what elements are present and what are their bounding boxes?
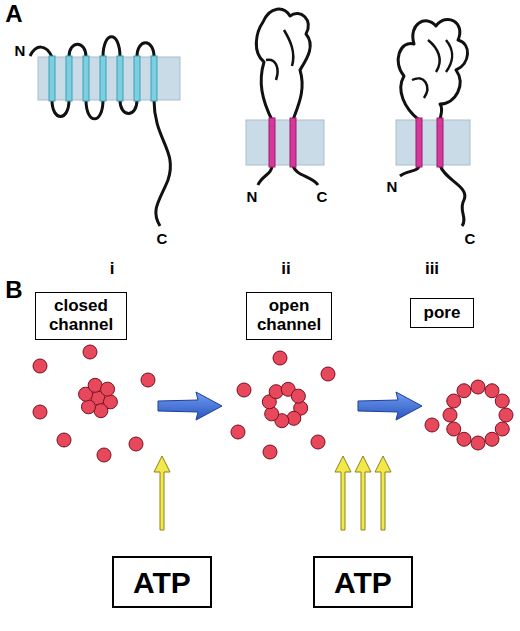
membrane xyxy=(38,57,180,100)
transition-arrow xyxy=(358,392,422,420)
atp-arrow xyxy=(375,456,391,530)
subunit xyxy=(101,382,115,396)
loop-fold xyxy=(412,40,452,98)
atp-box: ATP xyxy=(112,556,212,608)
membrane xyxy=(246,120,324,165)
protein-chain xyxy=(30,37,170,226)
subunit xyxy=(485,384,499,398)
atp-arrow-group xyxy=(154,456,391,530)
atp-arrow xyxy=(335,456,351,530)
panel-letter: B xyxy=(5,278,22,302)
part-label: N xyxy=(387,179,398,194)
subunit xyxy=(88,378,102,392)
node-text: ATP xyxy=(133,566,191,599)
subunit xyxy=(499,408,513,422)
subunit xyxy=(33,359,47,373)
part-label: C xyxy=(317,189,328,204)
helix xyxy=(134,56,140,101)
subunit xyxy=(81,400,95,414)
atp-arrow xyxy=(154,456,170,530)
subunit xyxy=(33,405,47,419)
helix xyxy=(269,118,275,167)
helix-group xyxy=(269,118,296,167)
atp-arrow xyxy=(355,456,371,530)
subunit xyxy=(97,448,111,462)
subunit-group xyxy=(33,345,513,462)
helix xyxy=(437,118,443,167)
transition-arrow xyxy=(158,392,222,420)
node-text: ATP xyxy=(334,566,392,599)
subunit xyxy=(83,345,97,359)
subunit xyxy=(129,437,143,451)
subunit xyxy=(57,433,71,447)
helix xyxy=(66,56,72,101)
subunit xyxy=(94,404,108,418)
state-box: open channel xyxy=(246,292,332,340)
atp-box: ATP xyxy=(313,556,413,608)
subunit xyxy=(471,436,485,450)
node-text: open channel xyxy=(247,297,331,334)
helix-group xyxy=(416,118,443,167)
state-box: closed channel xyxy=(35,292,127,340)
subunit xyxy=(237,383,251,397)
node-text: closed channel xyxy=(36,297,126,334)
helix xyxy=(49,56,55,101)
subunit xyxy=(443,408,457,422)
part-label: ii xyxy=(281,260,290,277)
part-label: N xyxy=(247,189,258,204)
subunit xyxy=(231,425,245,439)
state-box: pore xyxy=(410,298,474,328)
membrane xyxy=(396,120,470,165)
subunit xyxy=(457,384,471,398)
subunit xyxy=(457,432,471,446)
part-label: C xyxy=(465,231,476,246)
helix xyxy=(416,118,422,167)
subunit xyxy=(291,389,305,403)
subunit xyxy=(447,394,461,408)
subunit xyxy=(447,422,461,436)
subunit xyxy=(495,422,509,436)
helix xyxy=(117,56,123,101)
helix xyxy=(151,56,157,101)
part-label: iii xyxy=(425,260,439,277)
protein-chain xyxy=(398,19,467,226)
protein-chain xyxy=(256,9,318,185)
panel-letter: A xyxy=(5,2,22,26)
part-label: i xyxy=(110,260,115,277)
node-text: pore xyxy=(424,304,461,323)
subunit xyxy=(311,435,325,449)
subunit xyxy=(425,418,439,432)
subunit xyxy=(273,351,287,365)
helix-group xyxy=(49,56,157,101)
subunit xyxy=(141,373,155,387)
part-label: C xyxy=(157,231,168,246)
helix xyxy=(100,56,106,101)
part-label: N xyxy=(15,43,26,58)
helix xyxy=(290,118,296,167)
subunit xyxy=(263,445,277,459)
subunit xyxy=(485,432,499,446)
subunit xyxy=(495,394,509,408)
subunit xyxy=(321,367,335,381)
helix xyxy=(83,56,89,101)
subunit xyxy=(471,380,485,394)
loop-fold xyxy=(266,30,293,80)
